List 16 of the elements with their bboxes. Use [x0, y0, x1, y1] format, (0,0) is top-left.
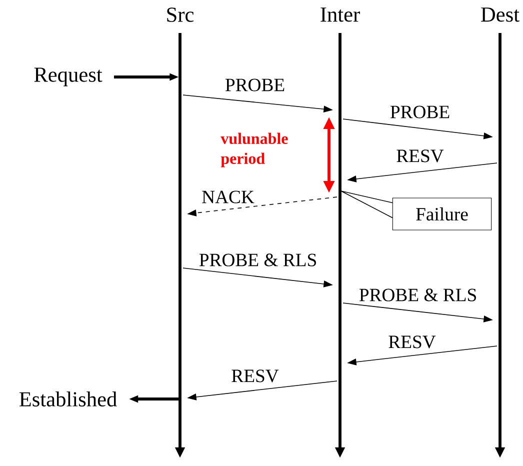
edge-label: PROBE: [390, 106, 450, 118]
edge-label: RESV: [232, 370, 279, 382]
edge-label: RESV: [388, 336, 436, 348]
node-label: Src: [167, 8, 194, 22]
edge-label: PROBE & RLS: [359, 288, 476, 302]
node-label: Dest: [481, 8, 520, 22]
node-label: Inter: [320, 8, 360, 22]
callout-tail: [340, 190, 393, 218]
period-label: vulunable period: [220, 132, 288, 168]
edge-label: PROBE & RLS: [199, 254, 316, 266]
event-label: Established: [19, 391, 117, 406]
edge-label: NACK: [202, 190, 254, 204]
edge-label: PROBE: [225, 78, 284, 92]
edge-label: RESV: [396, 150, 444, 162]
event-label: Request: [34, 68, 102, 86]
callout-box: Failure: [392, 198, 492, 230]
